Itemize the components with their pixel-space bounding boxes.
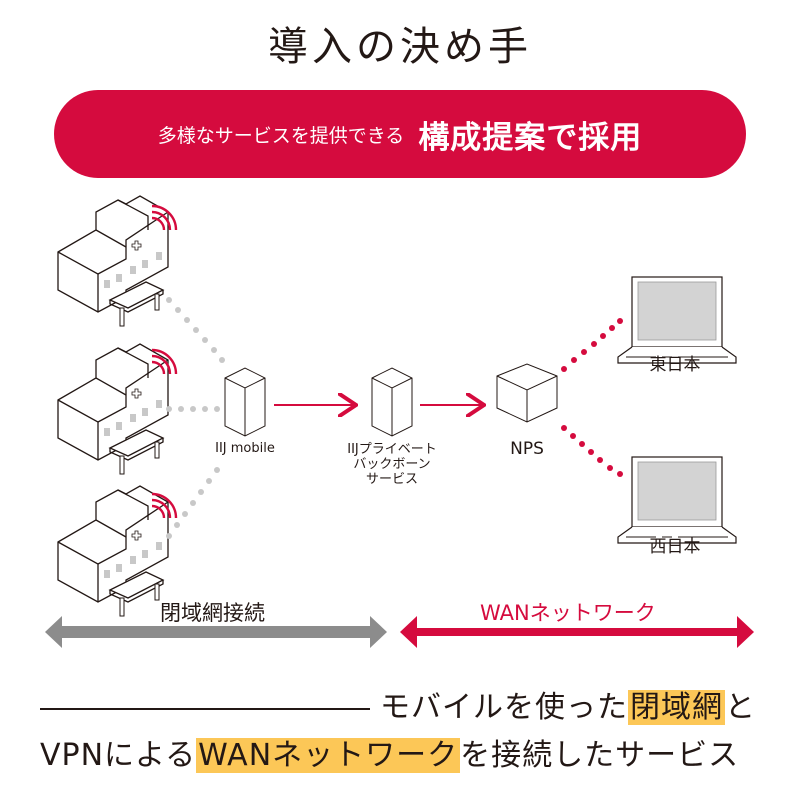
dotted-link-gray [166, 297, 225, 539]
wan-network-label: WANネットワーク [480, 601, 656, 625]
node-label-iij-backbone: IIJプライベート バックボーン サービス [330, 442, 454, 487]
page-title: 導入の決め手 [268, 24, 532, 70]
headline-banner: 多様なサービスを提供できる 構成提案で採用 [54, 90, 746, 178]
hospital-icon [57, 485, 169, 617]
hospital-icon [57, 195, 169, 327]
summary-highlight: 閉域網 [628, 690, 725, 725]
summary-text: と [725, 690, 756, 725]
node-label-iij-mobile: IIJ mobile [215, 441, 275, 456]
summary-highlight: WANネットワーク [196, 738, 461, 773]
iij-mobile-server-icon [224, 367, 266, 437]
node-label-nps: NPS [510, 439, 544, 459]
label-line: サービス [365, 472, 418, 487]
summary-text: を接続したサービス [460, 738, 740, 773]
laptop-east-icon [617, 276, 737, 364]
label-line: バックボーン [353, 457, 431, 472]
nps-cube-icon [496, 363, 558, 423]
endpoint-label-east: 東日本 [649, 355, 701, 375]
summary-line-2: VPNによるWANネットワークを接続したサービス [0, 730, 800, 774]
decorative-rule [40, 707, 370, 710]
closed-network-range-arrow [45, 616, 387, 648]
summary-line-1: モバイルを使った閉域網と [0, 682, 800, 726]
summary-text: モバイルを使った [380, 690, 628, 725]
endpoint-label-west: 西日本 [649, 537, 701, 557]
summary-text: VPNによる [40, 738, 197, 773]
label-line: IIJプライベート [347, 442, 437, 457]
banner-subtitle: 多様なサービスを提供できる [157, 124, 405, 147]
closed-network-label: 閉域網接続 [160, 601, 265, 625]
dotted-link-red [561, 318, 623, 477]
banner-headline: 構成提案で採用 [418, 119, 643, 156]
wan-range-arrow [400, 616, 754, 648]
hospital-icon [57, 343, 169, 475]
iij-backbone-server-icon [371, 367, 413, 437]
laptop-west-icon [617, 456, 737, 544]
